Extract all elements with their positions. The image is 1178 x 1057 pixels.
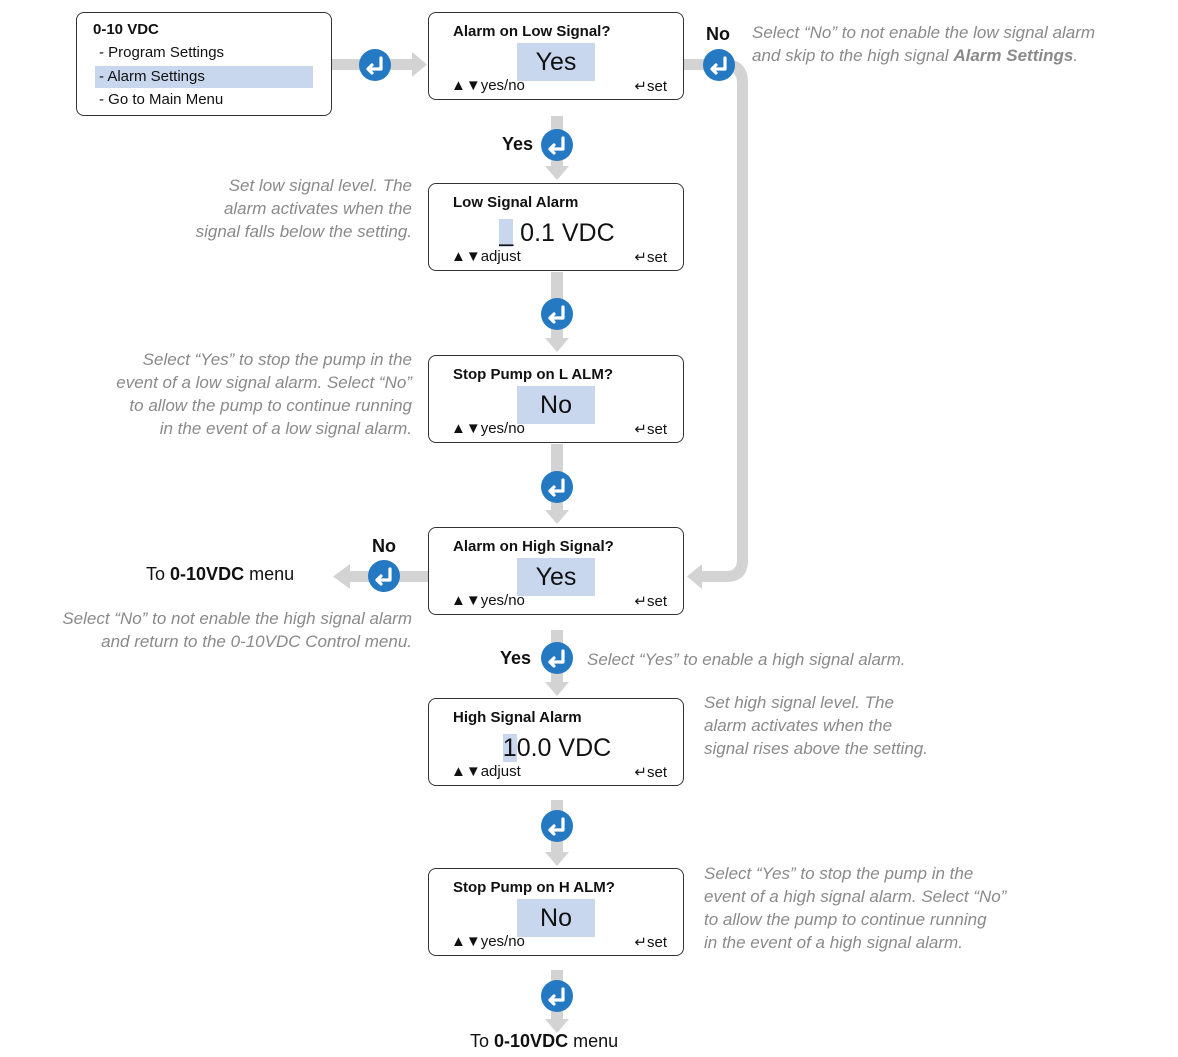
arrowhead-menu-to-low — [412, 52, 427, 77]
edit-cursor: 1 — [502, 734, 517, 762]
menu-title: 0-10 VDC — [93, 21, 159, 38]
enter-key-icon — [541, 298, 573, 330]
label-yes-low: Yes — [502, 134, 534, 154]
return-arrow-icon: ↵ — [634, 249, 647, 266]
up-down-arrows-icon: ▲▼ — [451, 77, 481, 94]
arrowhead-s5-s6 — [545, 852, 569, 866]
note-no-high: Select “No” to not enable the high signa… — [62, 609, 412, 651]
up-down-arrows-icon: ▲▼ — [451, 592, 481, 609]
to-menu-label-end: To 0-10VDC menu — [470, 1031, 619, 1051]
enter-key-icon — [541, 471, 573, 503]
enter-icons — [359, 49, 735, 1012]
note-no-low: Select “No” to not enable the low signal… — [752, 23, 1096, 65]
arrowhead-s4-s5 — [545, 682, 569, 696]
enter-key-icon — [368, 560, 400, 592]
connector-no-bypass — [700, 59, 748, 582]
label-no-low: No — [706, 24, 730, 44]
arrowhead-no-bypass — [687, 564, 702, 589]
screen-title: Low Signal Alarm — [453, 194, 579, 211]
arrowhead-s6-end — [545, 1019, 569, 1033]
enter-key-icon — [541, 129, 573, 161]
return-arrow-icon: ↵ — [634, 421, 647, 438]
screen-title: High Signal Alarm — [453, 709, 582, 726]
screen-value: Yes — [517, 558, 595, 596]
screen-value: 10.0 VDC — [502, 734, 612, 762]
return-arrow-icon: ↵ — [634, 593, 647, 610]
return-arrow-icon: ↵ — [634, 78, 647, 95]
screen-value: _ 0.1 VDC — [499, 219, 615, 247]
note-stop-low: Select “Yes” to stop the pump in the eve… — [116, 350, 412, 438]
screen-title: Alarm on High Signal? — [453, 538, 614, 555]
enter-key-icon — [703, 49, 735, 81]
screen-title: Stop Pump on H ALM? — [453, 879, 615, 896]
note-low-level: Set low signal level. The alarm activate… — [195, 176, 412, 241]
screen-title: Alarm on Low Signal? — [453, 23, 611, 40]
arrowhead-no-exit — [333, 564, 350, 589]
set-hint: ↵set — [634, 934, 667, 951]
up-down-arrows-icon: ▲▼ — [451, 763, 481, 780]
screen-high-signal-alarm: High Signal Alarm 10.0 VDC ▲▼adjust ↵set — [428, 698, 684, 786]
menu-item-main-menu[interactable]: - Go to Main Menu — [99, 91, 224, 108]
edit-cursor: _ — [499, 219, 514, 247]
nav-hint: ▲▼yes/no — [451, 77, 525, 94]
nav-hint: ▲▼yes/no — [451, 592, 525, 609]
to-menu-label-high-no: To 0-10VDC menu — [146, 564, 295, 584]
menu-item-alarm-settings[interactable]: - Alarm Settings — [95, 66, 313, 88]
note-stop-high: Select “Yes” to stop the pump in the eve… — [704, 864, 1007, 952]
screen-value: No — [517, 386, 595, 424]
set-hint: ↵set — [634, 249, 667, 266]
nav-hint: ▲▼yes/no — [451, 420, 525, 437]
menu-screen: 0-10 VDC - Program Settings - Alarm Sett… — [76, 12, 332, 116]
screen-stop-pump-low: Stop Pump on L ALM? No ▲▼yes/no ↵set — [428, 355, 684, 443]
screen-value: Yes — [517, 43, 595, 81]
screen-low-signal-alarm: Low Signal Alarm _ 0.1 VDC ▲▼adjust ↵set — [428, 183, 684, 271]
arrowhead-s1-s2 — [545, 166, 569, 180]
note-high-level: Set high signal level. The alarm activat… — [704, 693, 928, 758]
up-down-arrows-icon: ▲▼ — [451, 933, 481, 950]
enter-key-icon — [359, 49, 391, 81]
label-no-high: No — [372, 536, 396, 556]
return-arrow-icon: ↵ — [634, 934, 647, 951]
screen-alarm-low-signal: Alarm on Low Signal? Yes ▲▼yes/no ↵set — [428, 12, 684, 100]
note-yes-high: Select “Yes” to enable a high signal ala… — [587, 650, 906, 669]
enter-key-icon — [541, 810, 573, 842]
screen-title: Stop Pump on L ALM? — [453, 366, 613, 383]
return-arrow-icon: ↵ — [634, 764, 647, 781]
screen-alarm-high-signal: Alarm on High Signal? Yes ▲▼yes/no ↵set — [428, 527, 684, 615]
set-hint: ↵set — [634, 78, 667, 95]
screen-stop-pump-high: Stop Pump on H ALM? No ▲▼yes/no ↵set — [428, 868, 684, 956]
enter-key-icon — [541, 980, 573, 1012]
arrowhead-s3-s4 — [545, 510, 569, 524]
up-down-arrows-icon: ▲▼ — [451, 420, 481, 437]
screen-value: No — [517, 899, 595, 937]
set-hint: ↵set — [634, 421, 667, 438]
nav-hint: ▲▼yes/no — [451, 933, 525, 950]
arrowhead-s2-s3 — [545, 338, 569, 352]
nav-hint: ▲▼adjust — [451, 763, 521, 780]
set-hint: ↵set — [634, 764, 667, 781]
enter-key-icon — [541, 642, 573, 674]
set-hint: ↵set — [634, 593, 667, 610]
up-down-arrows-icon: ▲▼ — [451, 248, 481, 265]
nav-hint: ▲▼adjust — [451, 248, 521, 265]
menu-item-program-settings[interactable]: - Program Settings — [99, 44, 225, 61]
label-yes-high: Yes — [500, 648, 532, 668]
